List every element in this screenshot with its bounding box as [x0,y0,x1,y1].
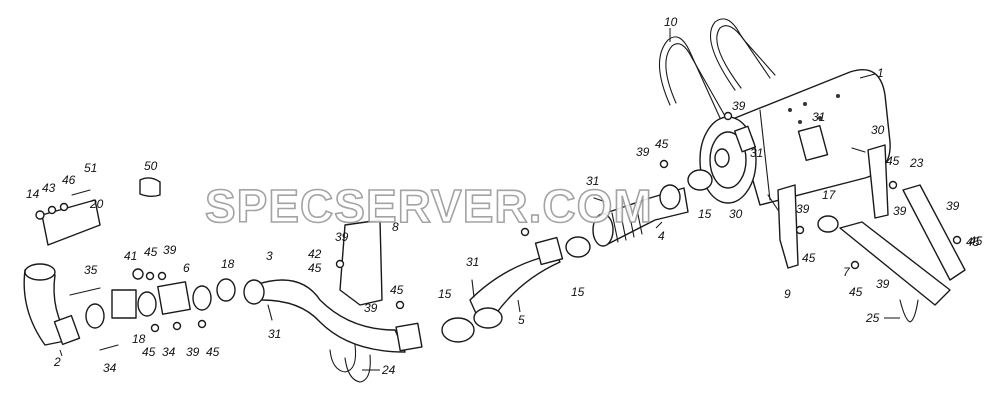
callout-label: 31 [750,146,763,160]
callout-label: 45 [802,251,816,265]
callout-label: 45 [206,345,220,359]
strap-pair [658,18,776,119]
callout-label: 18 [132,332,146,346]
callout-label: 45 [142,345,156,359]
gasket [85,303,105,329]
tailpipe-7 [839,221,951,306]
callout-label: 35 [84,263,98,277]
callout-label: 31 [812,110,825,124]
callout-label: 43 [42,181,56,195]
callout-label: 39 [335,230,349,244]
pipe-5 [441,236,564,343]
callout-label: 34 [103,361,117,375]
callout-label: 8 [392,220,399,234]
callout-label: 39 [796,202,810,216]
callout-label: 17 [822,188,837,202]
callout-label: 5 [518,313,525,327]
nuts-washers [35,111,962,333]
callout-label: 46 [62,173,76,187]
callout-label: 51 [84,161,97,175]
callout-label: 39 [163,243,177,257]
callout-label: 14 [26,187,40,201]
gasket [192,285,212,311]
callout-label: 45 [144,245,158,259]
callout-label: 50 [144,159,158,173]
callout-label: 42 [308,247,322,261]
gasket [137,291,157,317]
callout-label: 45 [655,137,669,151]
callout-label: 31 [586,174,599,188]
callout-label: 9 [784,287,791,301]
callout-label: 24 [381,363,396,377]
callout-label: 45 [308,261,322,275]
callout-label: 6 [183,261,190,275]
elbow-2 [23,263,81,346]
callout-label: 31 [268,327,281,341]
callout-label: 39 [186,345,200,359]
callout-label: 39 [893,204,907,218]
callout-label: 45 [969,234,983,248]
gasket-17 [817,215,839,233]
callout-label: 39 [876,277,890,291]
gasket-ring [687,169,713,191]
flange-plate [111,289,137,319]
callout-label: 39 [732,99,746,113]
callout-label: 39 [946,199,960,213]
bolts [69,147,866,351]
callout-label: 25 [865,311,880,325]
bracket-30 [867,144,889,219]
callout-label: 39 [364,301,378,315]
watermark: SPECSERVER.COM [205,180,653,232]
u-bolt-24 [329,344,357,373]
callout-label: 30 [729,207,743,221]
flex-hose [565,184,689,258]
callout-label: 45 [849,285,863,299]
callout-label: 15 [571,285,585,299]
pipe-3 [243,279,423,353]
callout-label: 3 [266,249,273,263]
callout-label: 45 [886,154,900,168]
callout-label: 41 [124,249,137,263]
bracket-9 [777,184,799,269]
clamp-50 [139,177,161,197]
gasket-18 [216,278,236,302]
callout-label: 45 [966,235,980,249]
callout-label: 15 [438,287,452,301]
callout-label: 20 [89,197,104,211]
callout-label: 23 [909,156,924,170]
callout-label: 10 [664,15,678,29]
callout-label: 4 [658,229,665,243]
callout-label: 30 [871,123,885,137]
bracket-20 [41,199,101,246]
callout-label: 39 [636,145,650,159]
u-bolt-25 [899,299,919,323]
callout-label: 45 [390,283,404,297]
callout-label: 34 [162,345,176,359]
callout-label: 1 [877,66,884,80]
flange-6 [157,281,191,315]
callout-label: 18 [221,257,235,271]
callout-label: 15 [698,207,712,221]
callout-labels: 1 10 39 31 31 30 45 23 39 45 31 39 45 15… [26,15,983,377]
bracket-23 [902,184,966,281]
callout-label: 2 [53,355,61,369]
callout-label: 31 [466,255,479,269]
bracket-8 [339,219,383,306]
callout-label: 7 [843,265,851,279]
u-bolt-24 [344,354,371,383]
